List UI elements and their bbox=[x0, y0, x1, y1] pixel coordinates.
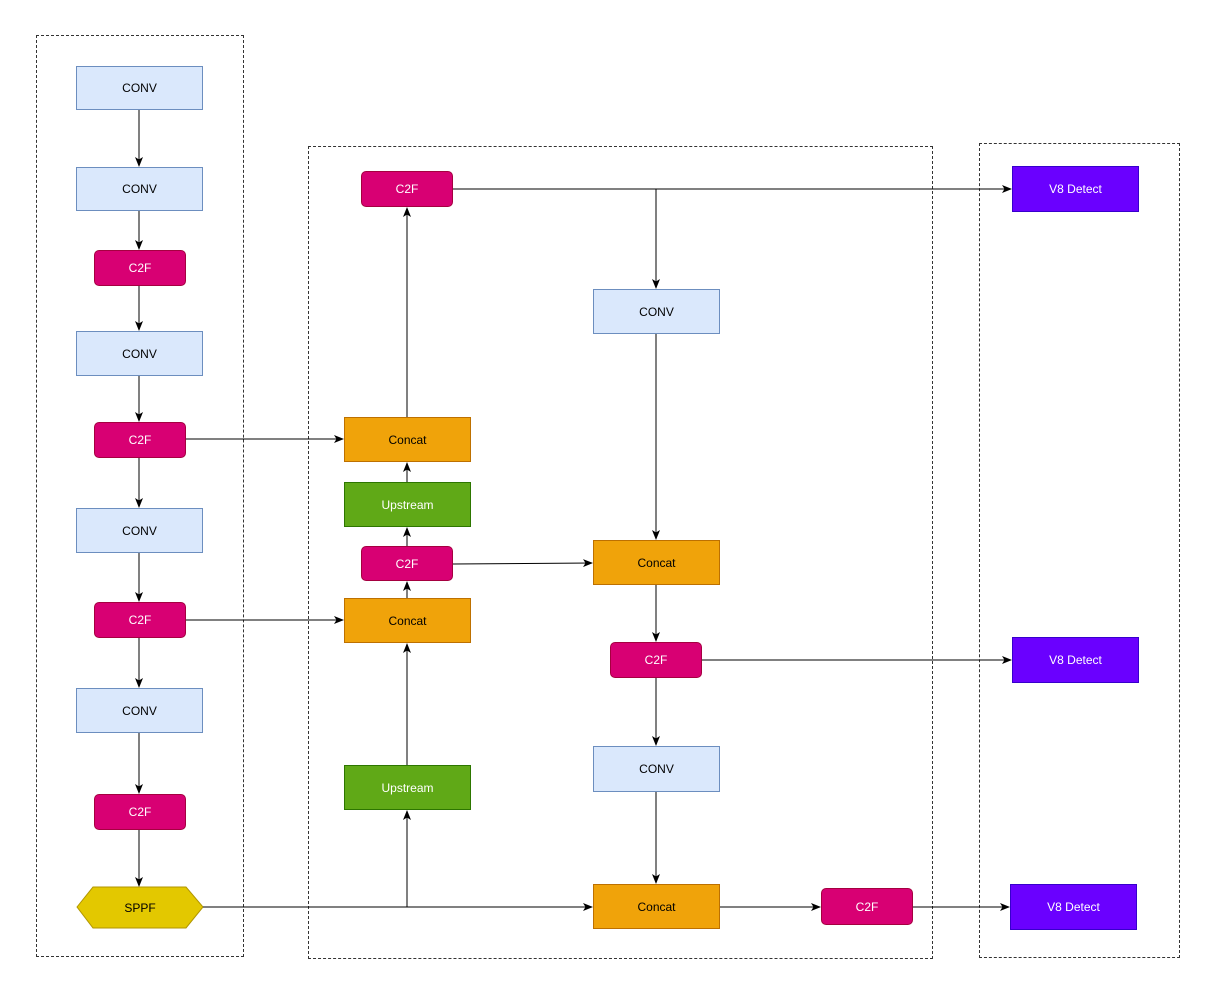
backbone-group bbox=[36, 35, 244, 957]
backbone-c2f-4[interactable]: C2F bbox=[94, 794, 186, 830]
backbone-c2f-1[interactable]: C2F bbox=[94, 250, 186, 286]
neck-concat-lower[interactable]: Concat bbox=[344, 598, 471, 643]
backbone-c2f-2[interactable]: C2F bbox=[94, 422, 186, 458]
backbone-c2f-3[interactable]: C2F bbox=[94, 602, 186, 638]
neck-c2f-bottom[interactable]: C2F bbox=[821, 888, 913, 925]
edge-n-c2f-top-to-n-conv-a bbox=[453, 188, 660, 289]
neck-upstream-lower[interactable]: Upstream bbox=[344, 765, 471, 810]
head-v8-detect-3[interactable]: V8 Detect bbox=[1010, 884, 1137, 930]
neck-concat-right-lower[interactable]: Concat bbox=[593, 884, 720, 929]
neck-upstream-upper[interactable]: Upstream bbox=[344, 482, 471, 527]
neck-c2f-middle[interactable]: C2F bbox=[361, 546, 453, 581]
neck-conv-lower[interactable]: CONV bbox=[593, 746, 720, 792]
head-v8-detect-2[interactable]: V8 Detect bbox=[1012, 637, 1139, 683]
neck-c2f-right[interactable]: C2F bbox=[610, 642, 702, 678]
backbone-conv-2[interactable]: CONV bbox=[76, 167, 203, 211]
head-group bbox=[979, 143, 1180, 958]
neck-concat-upper[interactable]: Concat bbox=[344, 417, 471, 462]
neck-c2f-top[interactable]: C2F bbox=[361, 171, 453, 207]
edge-n-c2f-mid-to-n-concat-c bbox=[452, 559, 593, 568]
neck-conv-upper[interactable]: CONV bbox=[593, 289, 720, 334]
neck-group bbox=[308, 146, 933, 959]
backbone-conv-5[interactable]: CONV bbox=[76, 688, 203, 733]
backbone-conv-3[interactable]: CONV bbox=[76, 331, 203, 376]
backbone-conv-4[interactable]: CONV bbox=[76, 508, 203, 553]
edge-b-sppf-to-n-upstream-b bbox=[203, 810, 411, 908]
neck-concat-right-upper[interactable]: Concat bbox=[593, 540, 720, 585]
backbone-sppf[interactable]: SPPF bbox=[124, 900, 156, 915]
backbone-conv-1[interactable]: CONV bbox=[76, 66, 203, 110]
head-v8-detect-1[interactable]: V8 Detect bbox=[1012, 166, 1139, 212]
